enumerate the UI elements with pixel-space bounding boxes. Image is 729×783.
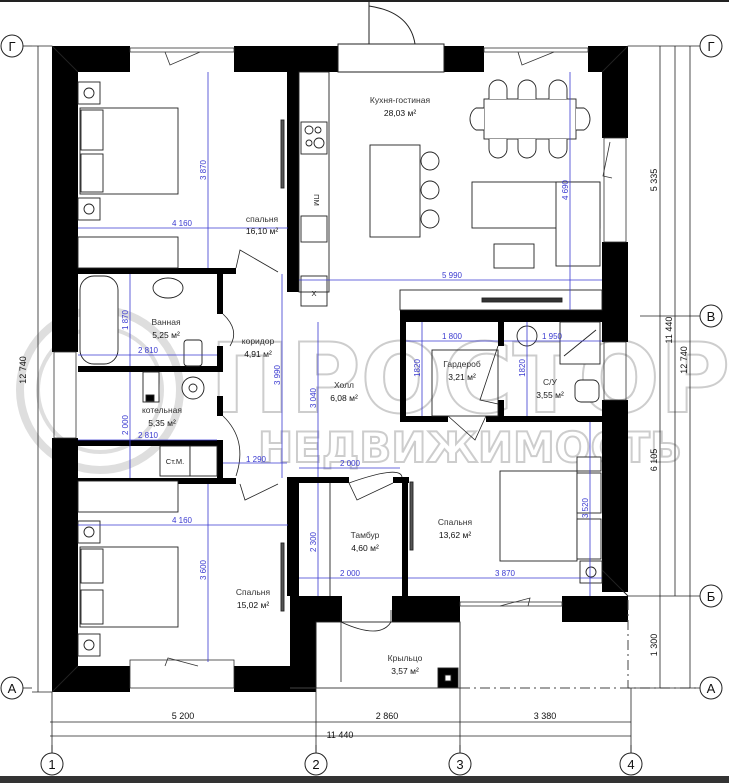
- furniture: [77, 71, 603, 689]
- dim-tambur-width: 2 000: [340, 569, 361, 578]
- dim-bath-width: 2 810: [138, 346, 159, 355]
- dishwasher-label: ПМ: [312, 194, 321, 206]
- room-name-bedroom-3: Спальня: [236, 587, 271, 597]
- dim-bottom-3-4: 3 380: [534, 711, 557, 721]
- dim-corridor-height: 3 990: [273, 364, 282, 385]
- interior-doors: [222, 249, 499, 682]
- dim-living-width: 5 990: [442, 271, 463, 280]
- dim-right-v-b: 6 105: [649, 449, 659, 472]
- room-area-wardrobe: 3,21 м²: [448, 372, 476, 382]
- bottom-bar: [0, 776, 729, 783]
- axis-3: 3: [456, 757, 463, 772]
- axis-b: Б: [707, 589, 716, 604]
- room-name-porch: Крыльцо: [388, 653, 423, 663]
- room-name-bedroom-2: Спальня: [438, 517, 473, 527]
- dim-bed2-width: 3 870: [495, 569, 516, 578]
- room-name-bathroom: Ванная: [151, 317, 181, 327]
- dim-left-total: 12 740: [18, 356, 28, 384]
- axis-a-right: А: [707, 681, 716, 696]
- room-labels: Кухня-гостиная 28,03 м² спальня 16,10 м²…: [142, 95, 564, 676]
- dim-boiler-height: 2 000: [121, 414, 130, 435]
- axis-v: В: [707, 309, 716, 324]
- dim-right-g-v: 5 335: [649, 169, 659, 192]
- room-area-bathroom: 5,25 м²: [152, 330, 180, 340]
- dim-wc-height: 1820: [518, 359, 527, 377]
- dim-bed1-width: 4 160: [172, 219, 193, 228]
- dim-bottom-total: 11 440: [327, 730, 354, 740]
- dim-bottom-1-2: 5 200: [172, 711, 195, 721]
- dim-boiler-width: 2 810: [138, 431, 159, 440]
- windows: [53, 47, 627, 689]
- dim-bottom-2-3: 2 860: [376, 711, 399, 721]
- room-name-bedroom-1: спальня: [246, 214, 279, 224]
- room-area-bedroom-3: 15,02 м²: [237, 600, 269, 610]
- outer-dimension-lines: [22, 45, 700, 745]
- fridge-label: Х: [311, 289, 316, 298]
- washer-label: Ст.М.: [166, 457, 184, 466]
- room-area-bedroom-1: 16,10 м²: [246, 226, 278, 236]
- dim-wc-width: 1 950: [542, 332, 563, 341]
- room-area-kitchen-living: 28,03 м²: [384, 108, 416, 118]
- dim-bed3-width: 4 160: [172, 516, 193, 525]
- axis-markers: [0, 34, 723, 776]
- axis-a-left: А: [8, 681, 17, 696]
- exterior-walls: [52, 46, 628, 692]
- dim-bath-height: 1 870: [121, 309, 130, 330]
- axis-4: 4: [627, 757, 634, 772]
- dim-bed1-height: 3 870: [199, 159, 208, 180]
- dim-corridor-width: 1 290: [246, 455, 267, 464]
- dim-wardrobe-width: 1 800: [442, 332, 463, 341]
- axis-2: 2: [312, 757, 319, 772]
- room-area-wc: 3,55 м²: [536, 390, 564, 400]
- dim-bed3-height: 3 600: [199, 559, 208, 580]
- room-name-corridor: коридор: [242, 336, 275, 346]
- room-name-kitchen-living: Кухня-гостиная: [370, 95, 431, 105]
- dim-tambur-height: 2 300: [309, 531, 318, 552]
- room-area-corridor: 4,91 м²: [244, 349, 272, 359]
- outer-dimension-labels: 5 200 2 860 3 380 11 440 12 740 5 335 6 …: [18, 169, 689, 740]
- inner-dimensions: [78, 72, 602, 662]
- dim-wardrobe-height: 1820: [413, 359, 422, 377]
- room-area-tambur: 4,60 м²: [351, 543, 379, 553]
- dim-right-total: 12 740: [679, 346, 689, 374]
- dim-hall-width: 2 000: [340, 459, 361, 468]
- dim-hall-height: 3 040: [309, 387, 318, 408]
- room-area-porch: 3,57 м²: [391, 666, 419, 676]
- axis-1: 1: [48, 757, 55, 772]
- axis-g-right: Г: [707, 39, 714, 54]
- room-name-wc: С/У: [543, 377, 558, 387]
- room-name-hall: Холл: [334, 380, 354, 390]
- inner-dimension-labels: 4 160 3 870 5 990 4 690 2 810 1 870 2 81…: [121, 159, 590, 580]
- axis-g-left: Г: [8, 39, 15, 54]
- dim-right-mid: 11 440: [664, 317, 674, 344]
- room-area-hall: 6,08 м²: [330, 393, 358, 403]
- room-name-wardrobe: Гардероб: [443, 359, 481, 369]
- room-name-tambur: Тамбур: [351, 530, 380, 540]
- room-area-bedroom-2: 13,62 м²: [439, 530, 471, 540]
- entrance-door-top: [337, 0, 445, 73]
- room-area-boiler: 5,35 м²: [148, 418, 176, 428]
- room-name-boiler: котельная: [142, 405, 182, 415]
- dim-right-b-a: 1 300: [649, 634, 659, 657]
- watermark: ПРОСТОР НЕДВИЖИМОСТЬ: [16, 306, 729, 474]
- dim-living-height: 4 690: [561, 179, 570, 200]
- dim-bed2-height: 3 520: [581, 497, 590, 518]
- interior-walls: [78, 72, 602, 596]
- axis-labels: Г Г В Б А А 1 2 3 4: [8, 39, 716, 772]
